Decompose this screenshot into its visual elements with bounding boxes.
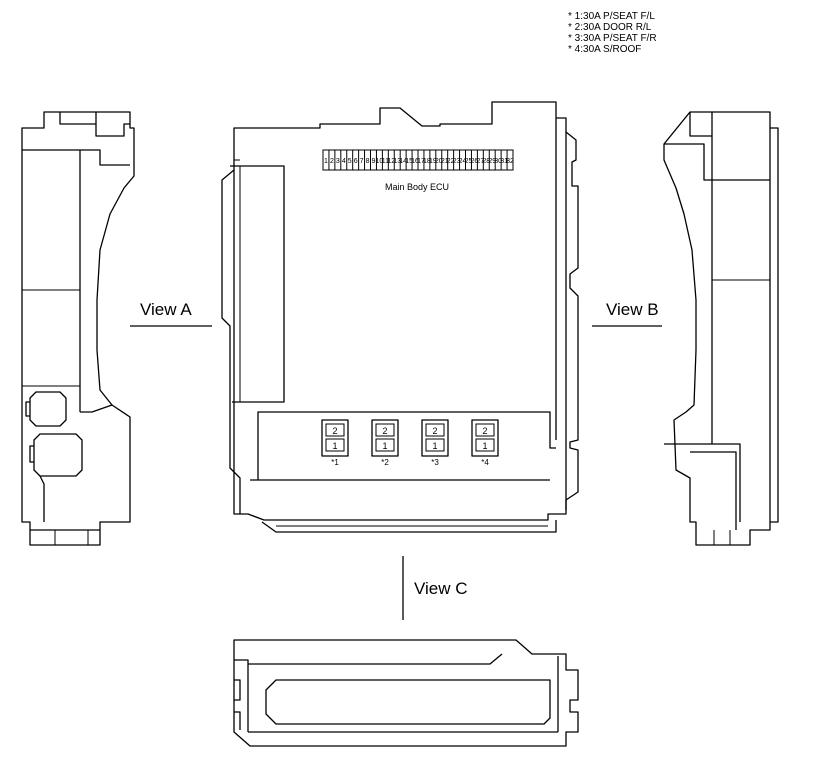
legend-line-4: * 4:30A S/ROOF xyxy=(568,44,641,55)
fuse-cell-bottom xyxy=(475,438,495,452)
view-c-label: View C xyxy=(414,579,468,598)
connector-pin: 19 xyxy=(429,158,437,165)
connector-pin: 29 xyxy=(488,158,496,165)
connector-pin: 22 xyxy=(447,158,455,165)
connector-pin: 28 xyxy=(482,158,490,165)
fuse-terminal-top: 2 xyxy=(432,426,437,436)
fuse-housing xyxy=(321,419,349,457)
fuse-block: 2 1 *1 2 1 *2 2 1 *3 2 1 *4 xyxy=(321,419,499,467)
connector-pin: 9 xyxy=(372,158,376,165)
view-b-callout: View B xyxy=(592,300,662,327)
connector-pin: 7 xyxy=(360,158,364,165)
connector-pin: 13 xyxy=(393,158,401,165)
fuse-cell-top xyxy=(425,423,445,437)
connector-pin: 23 xyxy=(453,158,461,165)
connector-pin: 32 xyxy=(506,158,514,165)
view-a-callout: View A xyxy=(130,300,212,327)
connector-pin: 15 xyxy=(405,158,413,165)
connector-pin: 3 xyxy=(336,158,340,165)
view-c-callout: View C xyxy=(402,556,468,620)
fuse-cell-bottom xyxy=(375,438,395,452)
fuse-housing xyxy=(471,419,499,457)
fuse-terminal-bottom: 1 xyxy=(432,441,437,451)
side-view-a xyxy=(21,111,135,546)
fuse-terminal-bottom: 1 xyxy=(382,441,387,451)
connector-pin: 16 xyxy=(411,158,419,165)
fuse-cell-top xyxy=(475,423,495,437)
fuse-terminal-top: 2 xyxy=(482,426,487,436)
connector-pin: 17 xyxy=(417,158,425,165)
connector-pin: 5 xyxy=(348,158,352,165)
fuse-caption: *1 xyxy=(331,458,339,467)
connector-pin: 6 xyxy=(354,158,358,165)
connector-pin: 18 xyxy=(423,158,431,165)
fuse-cell-top xyxy=(325,423,345,437)
view-a-label: View A xyxy=(140,300,192,319)
connector-pin: 12 xyxy=(387,158,395,165)
fuse-terminal-bottom: 1 xyxy=(332,441,337,451)
fuse-terminal-top: 2 xyxy=(332,426,337,436)
fuse-terminal-bottom: 1 xyxy=(482,441,487,451)
connector-pin: 27 xyxy=(476,158,484,165)
fuse-slot: 2 1 *1 xyxy=(321,419,349,467)
fuse-cell-top xyxy=(375,423,395,437)
connector-pin: 14 xyxy=(399,158,407,165)
legend-line-1: * 1:30A P/SEAT F/L xyxy=(568,11,655,22)
fuse-legend: * 1:30A P/SEAT F/L * 2:30A DOOR R/L * 3:… xyxy=(568,11,657,55)
fuse-slot: 2 1 *3 xyxy=(421,419,449,467)
connector-pin: 26 xyxy=(471,158,479,165)
connector-pin: 21 xyxy=(441,158,449,165)
connector-pin: 20 xyxy=(435,158,443,165)
fuse-caption: *4 xyxy=(481,458,489,467)
connector-pin: 10 xyxy=(376,158,384,165)
connector-pin: 25 xyxy=(465,158,473,165)
bottom-view-c xyxy=(233,639,579,747)
connector-pin: 11 xyxy=(382,158,389,165)
side-view-b xyxy=(663,111,779,546)
connector-pin: 1 xyxy=(324,158,328,165)
fuse-housing xyxy=(421,419,449,457)
fuse-caption: *2 xyxy=(381,458,389,467)
ecu-label: Main Body ECU xyxy=(385,182,449,192)
legend-line-3: * 3:30A P/SEAT F/R xyxy=(568,33,657,44)
connector-pin: 30 xyxy=(494,158,502,165)
fuse-slot: 2 1 *4 xyxy=(471,419,499,467)
connector-pin: 31 xyxy=(500,158,508,165)
connector-pin: 8 xyxy=(366,158,370,165)
connector-pin: 2 xyxy=(330,158,334,165)
view-b-label: View B xyxy=(606,300,659,319)
connector-pin: 24 xyxy=(459,158,467,165)
fuse-cell-bottom xyxy=(425,438,445,452)
fuse-cell-bottom xyxy=(325,438,345,452)
connector-pin: 4 xyxy=(342,158,346,165)
fuse-terminal-top: 2 xyxy=(382,426,387,436)
fuse-slot: 2 1 *2 xyxy=(371,419,399,467)
legend-line-2: * 2:30A DOOR R/L xyxy=(568,22,652,33)
fuse-caption: *3 xyxy=(431,458,439,467)
fuse-housing xyxy=(371,419,399,457)
